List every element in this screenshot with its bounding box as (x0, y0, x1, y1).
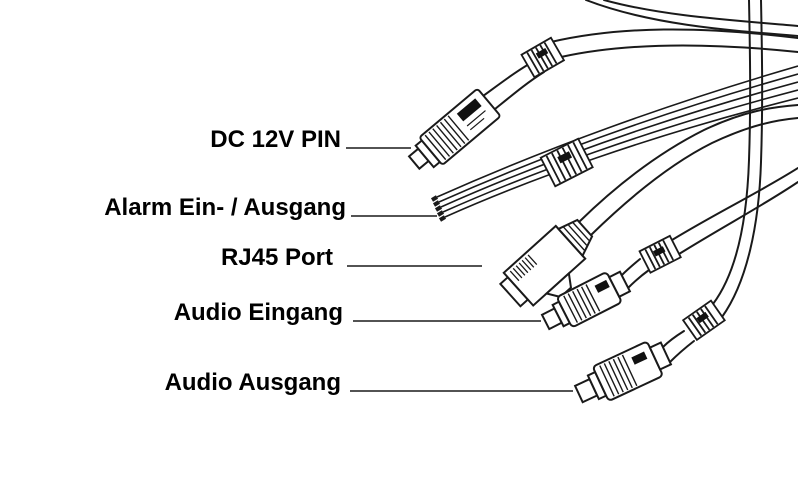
rj45-latch (544, 271, 573, 299)
alarm-wire (440, 81, 798, 208)
sleeve-ridges (545, 141, 588, 184)
sleeve-body (539, 137, 594, 188)
audio-out-cable-line (669, 340, 695, 363)
label-alarm-in-out: Alarm Ein- / Ausgang (104, 194, 346, 221)
bundle-cable-line (585, 0, 798, 37)
cable-bundle (482, 0, 798, 363)
rj45-cable-line (590, 117, 798, 236)
audio-in-mark (594, 279, 610, 293)
rj45-boot (556, 218, 594, 258)
dc-cable-line (560, 44, 798, 58)
ferrule-ridges (687, 305, 719, 337)
audio-out-tail (648, 341, 673, 371)
dc-cable-line (494, 71, 545, 110)
alarm-wire (444, 97, 798, 218)
sleeve-mark (557, 151, 573, 164)
ferrule-mark (696, 311, 709, 324)
alarm-wire-harness (430, 65, 798, 222)
rj45-boot-ridges (563, 222, 590, 251)
audio-out-ridges (599, 354, 638, 397)
rj45-connector (498, 218, 594, 308)
leader-lines (346, 147, 573, 392)
label-dc-12v-pin: DC 12V PIN (210, 126, 341, 153)
audio-out-mark (631, 351, 648, 365)
rj45-contacts (509, 254, 538, 282)
alarm-wire (438, 73, 798, 203)
ferrule-body (681, 299, 726, 342)
ferrule-body (520, 36, 566, 79)
dc-grip-ridges (424, 115, 470, 161)
label-rj45-port: RJ45 Port (220, 244, 333, 271)
label-audio-in: Audio Eingang (173, 299, 343, 326)
audio-in-ferrule (638, 234, 682, 274)
dc-cable-ferrule (520, 36, 566, 79)
dc-label-patch (456, 98, 482, 122)
audio-in-connector (540, 270, 632, 331)
audio-in-cable-line (621, 258, 641, 276)
ferrule-mark (535, 47, 549, 59)
dc-power-connector (407, 88, 501, 171)
bundle-cable-line (603, 0, 798, 27)
audio-in-cable-line (627, 269, 650, 289)
alarm-wire-tips (430, 195, 447, 222)
label-audio-out: Audio Ausgang (164, 369, 341, 396)
audio-out-cable-line (712, 0, 752, 305)
audio-in-cable-line (678, 181, 798, 255)
audio-in-cable-line (671, 167, 798, 241)
audio-out-ferrule (681, 299, 726, 342)
rj45-cable-line (578, 104, 798, 223)
audio-out-cable-line (721, 0, 764, 318)
audio-out-connector (573, 341, 673, 404)
ferrule-ridges (526, 42, 558, 74)
alarm-wire (442, 89, 798, 213)
dc-print-lines (466, 110, 486, 131)
audio-in-tail (607, 270, 632, 299)
audio-out-cable-line (662, 330, 685, 348)
audio-in-ridges (563, 284, 601, 323)
alarm-wire (436, 65, 798, 198)
ferrule-mark (652, 246, 666, 257)
alarm-cable-sleeve (539, 137, 594, 188)
